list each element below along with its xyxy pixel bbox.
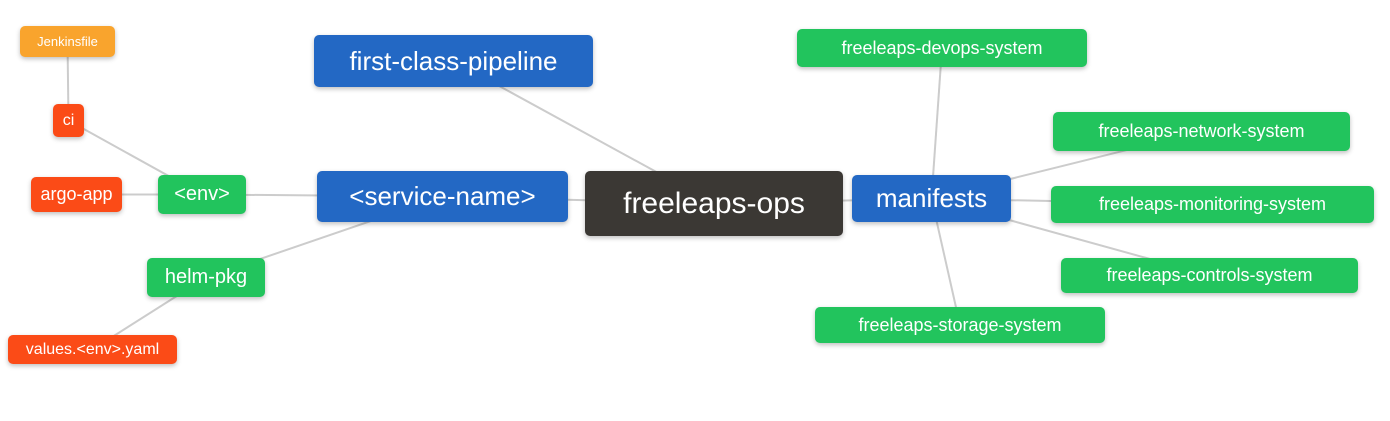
mindmap-node-manifests[interactable]: manifests — [852, 175, 1011, 222]
mindmap-node-service-name[interactable]: <service-name> — [317, 171, 568, 222]
mindmap-node-monitoring-system[interactable]: freeleaps-monitoring-system — [1051, 186, 1374, 223]
mindmap-node-jenkinsfile[interactable]: Jenkinsfile — [20, 26, 115, 57]
mindmap-node-storage-system[interactable]: freeleaps-storage-system — [815, 307, 1105, 343]
mindmap-node-controls-system[interactable]: freeleaps-controls-system — [1061, 258, 1358, 293]
mindmap-node-argo-app[interactable]: argo-app — [31, 177, 122, 212]
mindmap-node-env[interactable]: <env> — [158, 175, 246, 214]
mindmap-node-first-class-pipeline[interactable]: first-class-pipeline — [314, 35, 593, 87]
mindmap-node-freeleaps-ops[interactable]: freeleaps-ops — [585, 171, 843, 236]
mindmap-node-devops-system[interactable]: freeleaps-devops-system — [797, 29, 1087, 67]
mindmap-node-values-env-yaml[interactable]: values.<env>.yaml — [8, 335, 177, 364]
mindmap-node-network-system[interactable]: freeleaps-network-system — [1053, 112, 1350, 151]
mindmap-node-ci[interactable]: ci — [53, 104, 84, 137]
mindmap-node-helm-pkg[interactable]: helm-pkg — [147, 258, 265, 297]
edge-devops-system-to-manifests — [930, 47, 943, 199]
